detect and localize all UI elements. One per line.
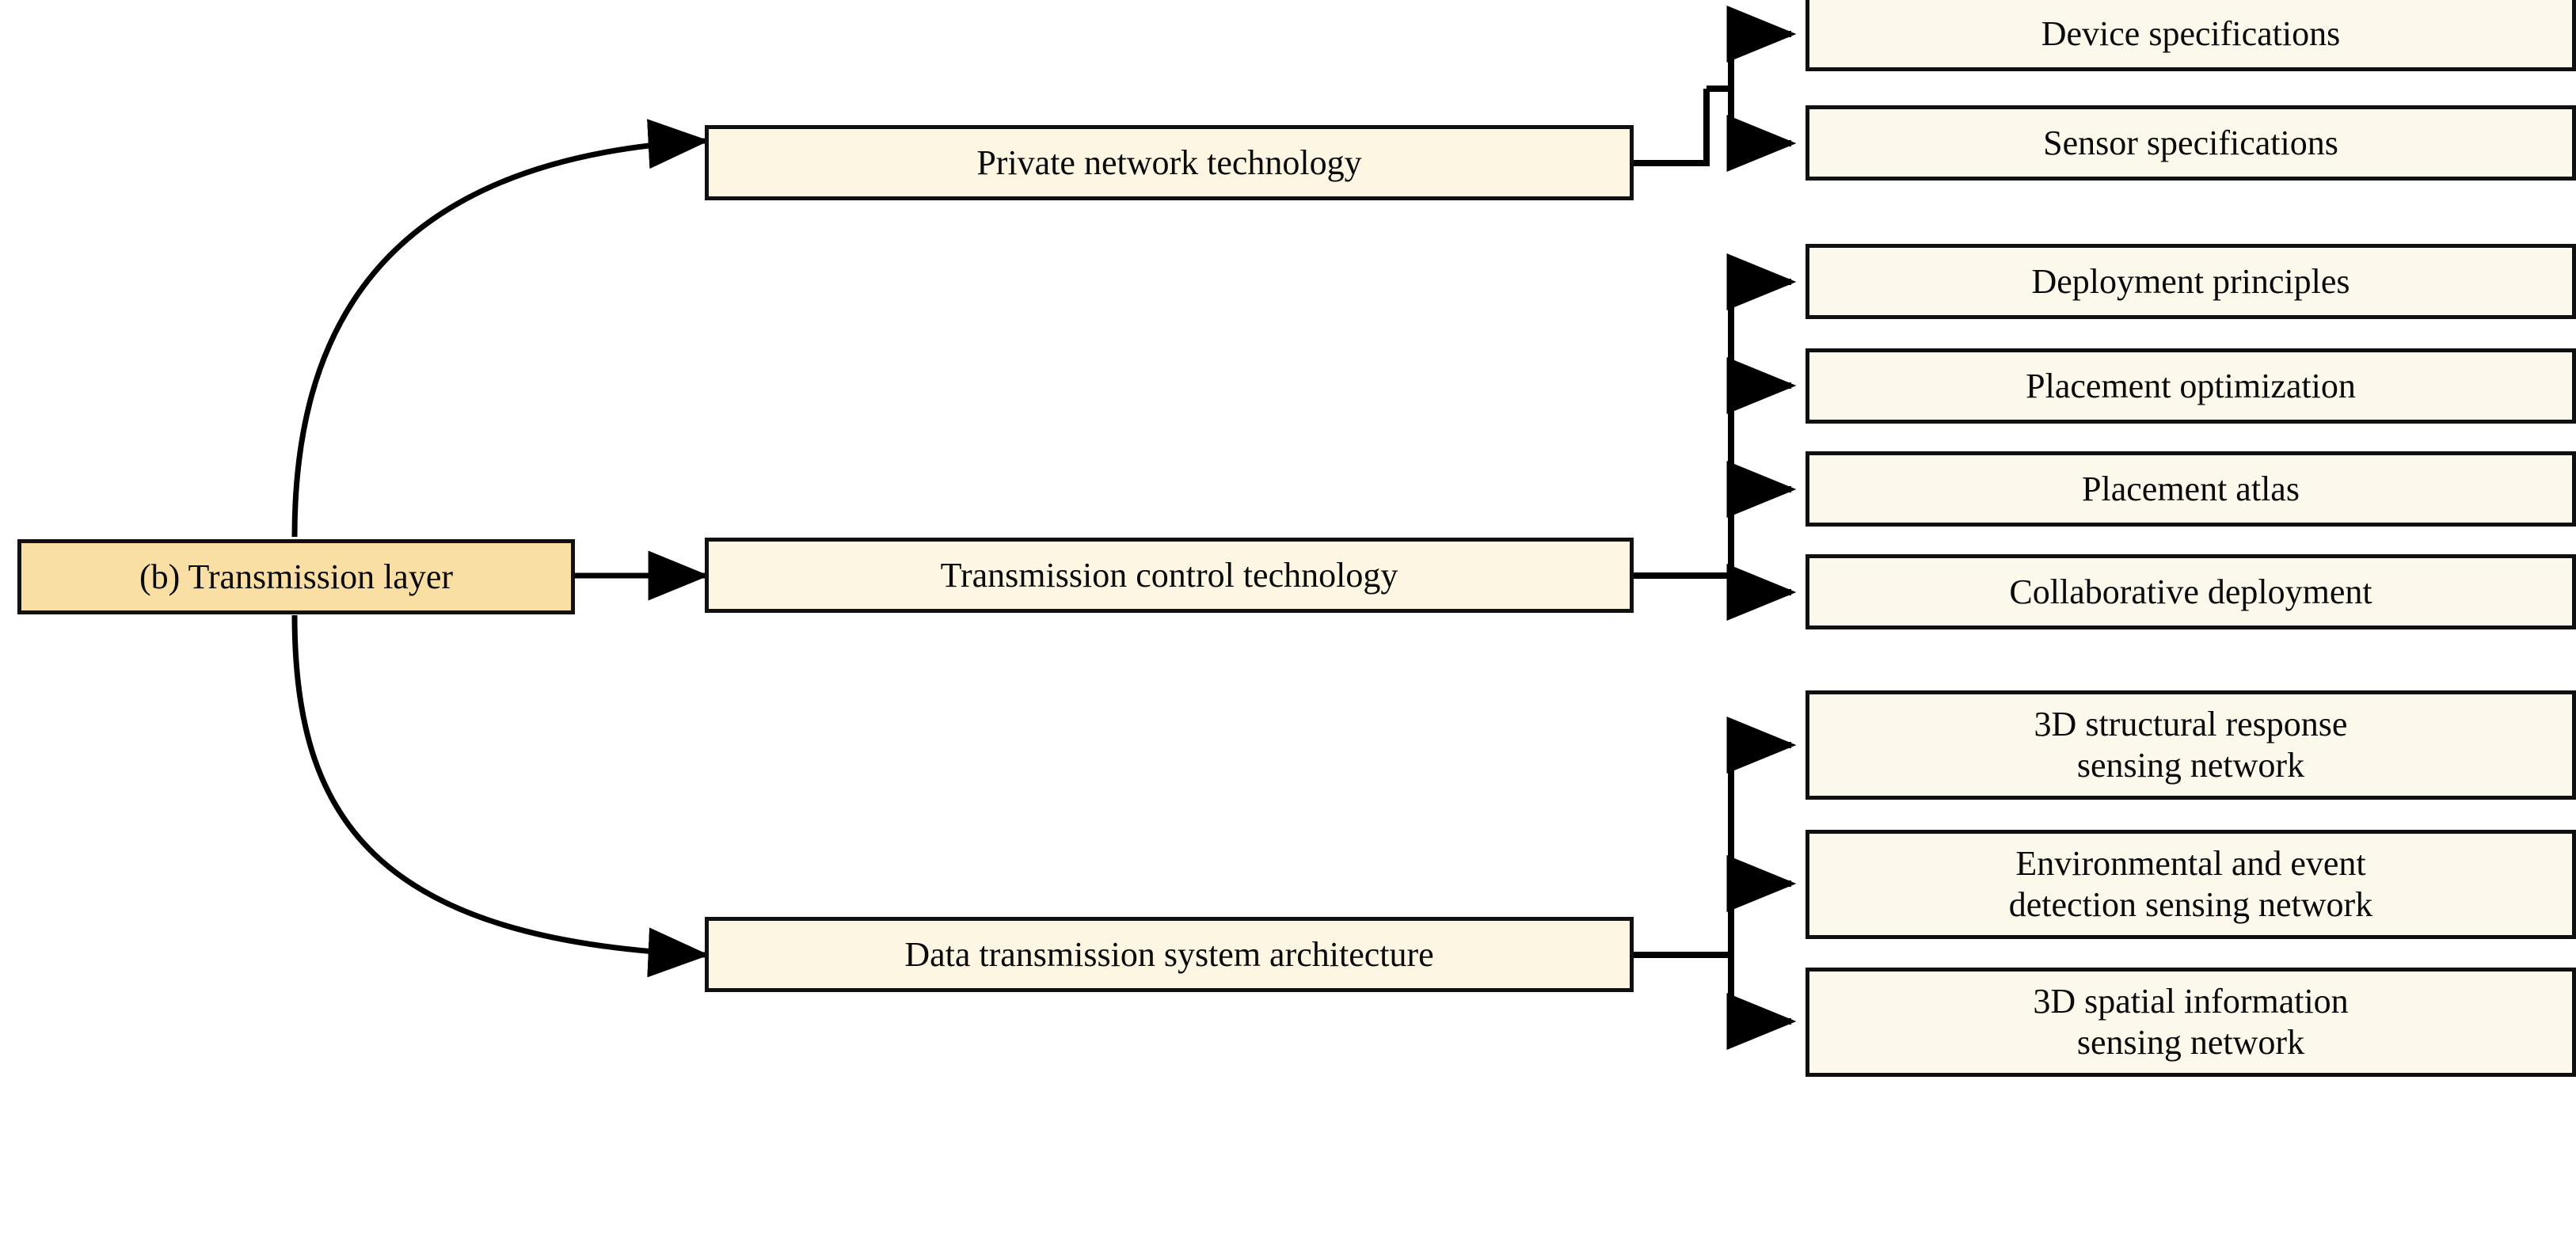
node-sensor-specifications-label: Sensor specifications [2043, 123, 2338, 162]
node-deployment-principles[interactable]: Deployment principles [1805, 244, 2576, 319]
node-transmission-control-technology[interactable]: Transmission control technology [705, 538, 1634, 613]
node-3d-structural-response-sensing-network-line1: 3D structural response [2034, 705, 2348, 744]
node-placement-optimization[interactable]: Placement optimization [1805, 348, 2576, 424]
node-private-network-technology-label: Private network technology [976, 143, 1362, 182]
node-3d-spatial-information-sensing-network[interactable]: 3D spatial information sensing network [1805, 968, 2576, 1077]
node-3d-spatial-information-sensing-network-line1: 3D spatial information [2033, 982, 2349, 1021]
node-3d-spatial-information-sensing-network-line2: sensing network [2076, 1023, 2305, 1062]
node-private-network-technology[interactable]: Private network technology [705, 125, 1634, 200]
node-device-specifications-label: Device specifications [2041, 13, 2341, 53]
edge-root-to-private-network [291, 119, 710, 538]
node-environmental-and-event-detection-sensing-network-line1: Environmental and event [2015, 844, 2366, 884]
node-data-transmission-system-architecture-label: Data transmission system architecture [904, 934, 1434, 974]
edge-group-data-transmission [1634, 717, 1797, 1050]
node-environmental-and-event-detection-sensing-network[interactable]: Environmental and event detection sensin… [1805, 830, 2576, 939]
node-sensor-specifications[interactable]: Sensor specifications [1805, 105, 2576, 181]
node-collaborative-deployment[interactable]: Collaborative deployment [1805, 554, 2576, 629]
node-data-transmission-system-architecture[interactable]: Data transmission system architecture [705, 917, 1634, 992]
edge-group-private-network [1634, 6, 1797, 172]
node-placement-optimization-label: Placement optimization [2026, 366, 2356, 405]
node-3d-structural-response-sensing-network[interactable]: 3D structural response sensing network [1805, 690, 2576, 800]
node-3d-structural-response-sensing-network-line2: sensing network [2076, 746, 2305, 785]
node-deployment-principles-label: Deployment principles [2031, 261, 2350, 301]
edge-group-transmission-control [1634, 253, 1797, 621]
node-root[interactable]: (b) Transmission layer [17, 539, 575, 614]
edge-root-to-data-transmission [291, 614, 710, 978]
node-device-specifications[interactable]: Device specifications [1805, 0, 2576, 71]
node-collaborative-deployment-label: Collaborative deployment [2009, 572, 2372, 611]
node-environmental-and-event-detection-sensing-network-line2: detection sensing network [2008, 885, 2373, 924]
node-transmission-control-technology-label: Transmission control technology [940, 555, 1398, 595]
node-root-label: (b) Transmission layer [139, 557, 453, 596]
node-placement-atlas-label: Placement atlas [2082, 469, 2300, 508]
node-placement-atlas[interactable]: Placement atlas [1805, 451, 2576, 527]
